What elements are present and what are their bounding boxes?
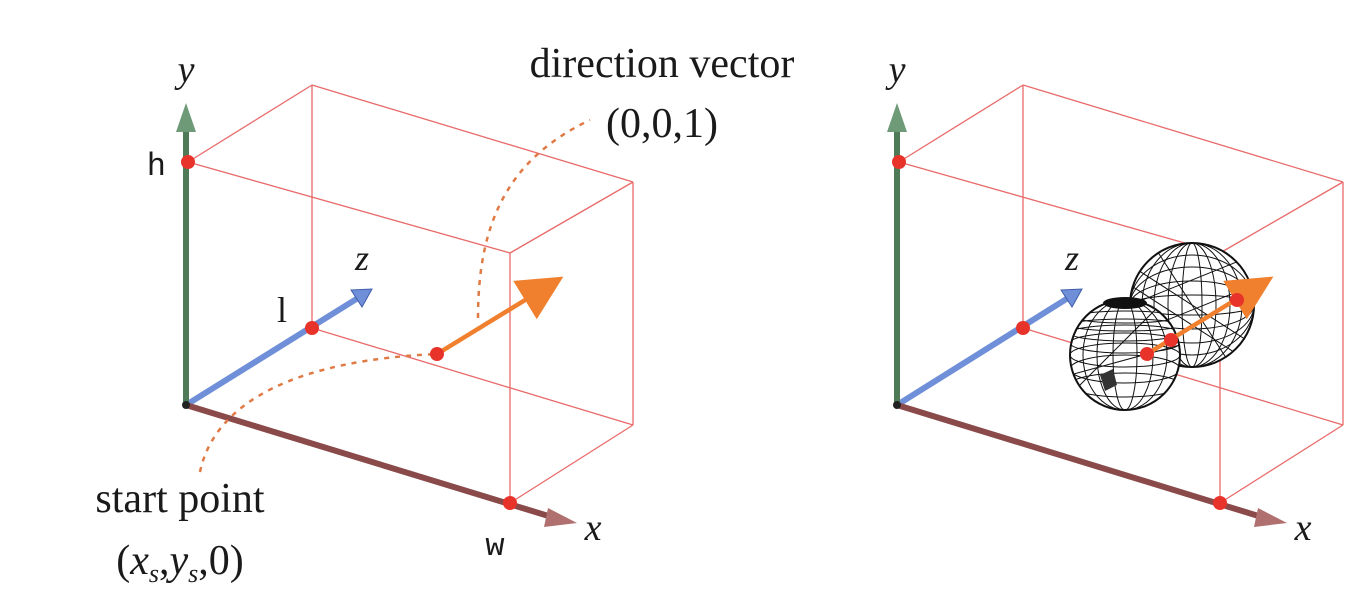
bounding-box [898, 84, 1344, 504]
x-axis-label: x [584, 507, 602, 549]
z-axis [894, 288, 1083, 408]
x-axis [894, 402, 1287, 527]
h-point [892, 155, 906, 169]
l-label: l [277, 290, 287, 330]
intersection-point [1164, 333, 1178, 347]
h-label: h [147, 148, 166, 185]
z-axis [183, 288, 373, 408]
w-point [503, 496, 517, 510]
origin-point [182, 401, 190, 409]
z-axis-arrow-icon [1060, 288, 1083, 308]
x-axis-label: x [1294, 507, 1312, 549]
l-point [305, 321, 319, 335]
y-axis-arrow-icon [176, 103, 196, 132]
z-axis-label: z [1064, 238, 1079, 278]
w-label: w [485, 528, 504, 565]
intersection-point [1230, 293, 1244, 307]
w-point [1213, 496, 1227, 510]
direction-arrow-icon [435, 276, 564, 356]
start-point [1140, 347, 1154, 361]
z-axis-label: z [354, 238, 369, 278]
start-point [430, 347, 444, 361]
start-point-guide [198, 352, 438, 473]
x-axis-arrow-icon [1254, 508, 1287, 527]
y-axis-arrow-icon [887, 103, 907, 132]
direction-vector-title: direction vector [530, 41, 795, 87]
start-point-title: start point [95, 476, 264, 522]
direction-vector-value: (0,0,1) [606, 101, 718, 147]
right-panel: y z x [885, 49, 1344, 549]
direction-vector-guide [476, 118, 591, 319]
left-panel: y z x h l w direction vector (0,0,1) sta… [95, 41, 794, 588]
y-axis-label: y [174, 49, 195, 91]
z-axis-arrow-icon [350, 288, 373, 308]
origin-point [893, 401, 901, 409]
start-point-value: (xs,ys,0) [116, 538, 244, 588]
x-axis [183, 402, 577, 527]
y-axis [887, 103, 907, 405]
h-point [181, 155, 195, 169]
l-point [1016, 321, 1030, 335]
y-axis [176, 103, 196, 405]
bounding-box [187, 84, 634, 504]
wireframe-sphere-icon [1069, 297, 1181, 411]
y-axis-label: y [885, 49, 906, 91]
x-axis-arrow-icon [544, 508, 577, 527]
